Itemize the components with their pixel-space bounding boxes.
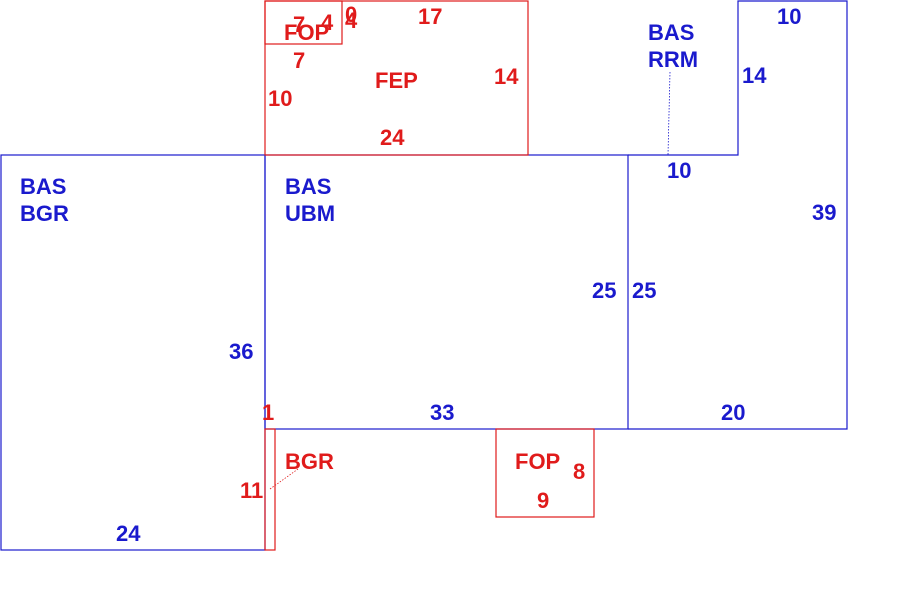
bas-bgr-dim-bottom: 24	[116, 521, 141, 546]
room-outline-fop-bottom	[495, 428, 595, 518]
fop-bottom-dim-right: 8	[573, 459, 585, 484]
bas-ubm-label-line1: BAS	[285, 174, 331, 199]
bas-rrm-dim-left: 25	[632, 278, 656, 303]
fep-dim-bottom: 24	[380, 125, 405, 150]
fop-bottom-dim-bottom: 9	[537, 488, 549, 513]
bgr-strip-dim-side: 11	[240, 478, 263, 503]
bas-bgr-label-line1: BAS	[20, 174, 66, 199]
bas-rrm-dim-notch-bottom: 10	[667, 158, 691, 183]
bas-ubm-dim-bottom: 33	[430, 400, 454, 425]
fep-dim-left: 10	[268, 86, 292, 111]
bas-ubm-label-line2: UBM	[285, 201, 335, 226]
fep-dim-top: 17	[418, 4, 442, 29]
bas-bgr-dim-right: 36	[229, 339, 253, 364]
bas-ubm-dim-right: 25	[592, 278, 616, 303]
bas-rrm-dim-top: 10	[777, 4, 801, 29]
bas-rrm-dim-notch-right: 14	[742, 63, 767, 88]
room-outline-bas-rrm	[628, 0, 848, 430]
bas-rrm-label-line1: BAS	[648, 20, 694, 45]
rrm-leader-line	[667, 71, 671, 156]
room-outline-bgr-strip	[264, 428, 276, 551]
fop-top-dim-small-a: 0	[345, 2, 357, 27]
fop-top-dim-small-b: 4	[345, 8, 358, 33]
bas-rrm-dim-right: 39	[812, 200, 836, 225]
room-outline-fep	[264, 0, 529, 156]
bas-rrm-dim-bottom: 20	[721, 400, 745, 425]
fep-label: FEP	[375, 68, 418, 93]
room-outline-fop-top	[264, 0, 343, 45]
fop-top-label: FOP	[284, 20, 329, 45]
fop-top-dim-width: 7	[293, 12, 305, 37]
fop-top-dim-height: 4	[321, 10, 334, 35]
bas-rrm-label-line2: RRM	[648, 47, 698, 72]
fep-dim-right: 14	[494, 64, 519, 89]
bgr-strip-label: BGR	[285, 449, 334, 474]
bas-bgr-label-line2: BGR	[20, 201, 69, 226]
fop-top-dim-left: 7	[293, 48, 305, 73]
bgr-strip-dim-top: 1	[262, 400, 274, 425]
fop-bottom-label: FOP	[515, 449, 560, 474]
